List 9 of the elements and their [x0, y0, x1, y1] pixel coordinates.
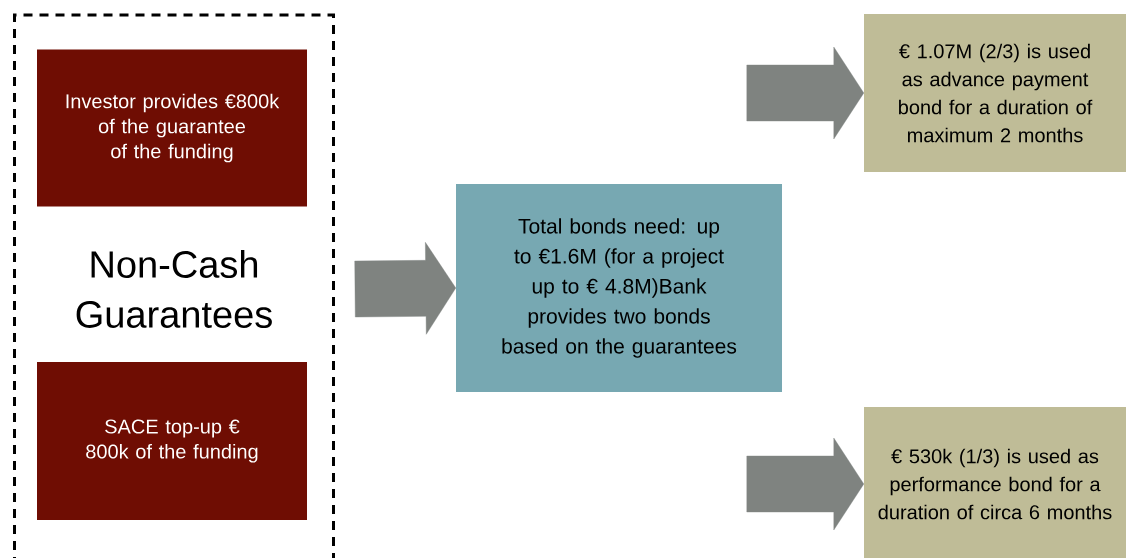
group-heading: Non-Cash Guarantees	[76, 250, 272, 328]
bond-use-box: € 530k (1/3) is used as performance bond for a duration of circa 6 months	[864, 407, 1126, 558]
bond-use-box: € 1.07M (2/3) is used as advance payment bond for a duration of maximum 2 months	[864, 14, 1126, 172]
block-arrow	[354, 242, 456, 335]
bonds-box: Total bonds need: up to €1.6M (for a project up to € 4.8M)Bank provides two bonds based on the guarantees	[456, 184, 782, 392]
guarantee-box: Investor provides €800k of the guarantee of the funding	[37, 49, 307, 207]
block-arrow	[746, 46, 864, 140]
guarantee-box: SACE top-up € 800k of the funding	[37, 362, 307, 520]
block-arrow	[746, 437, 864, 531]
